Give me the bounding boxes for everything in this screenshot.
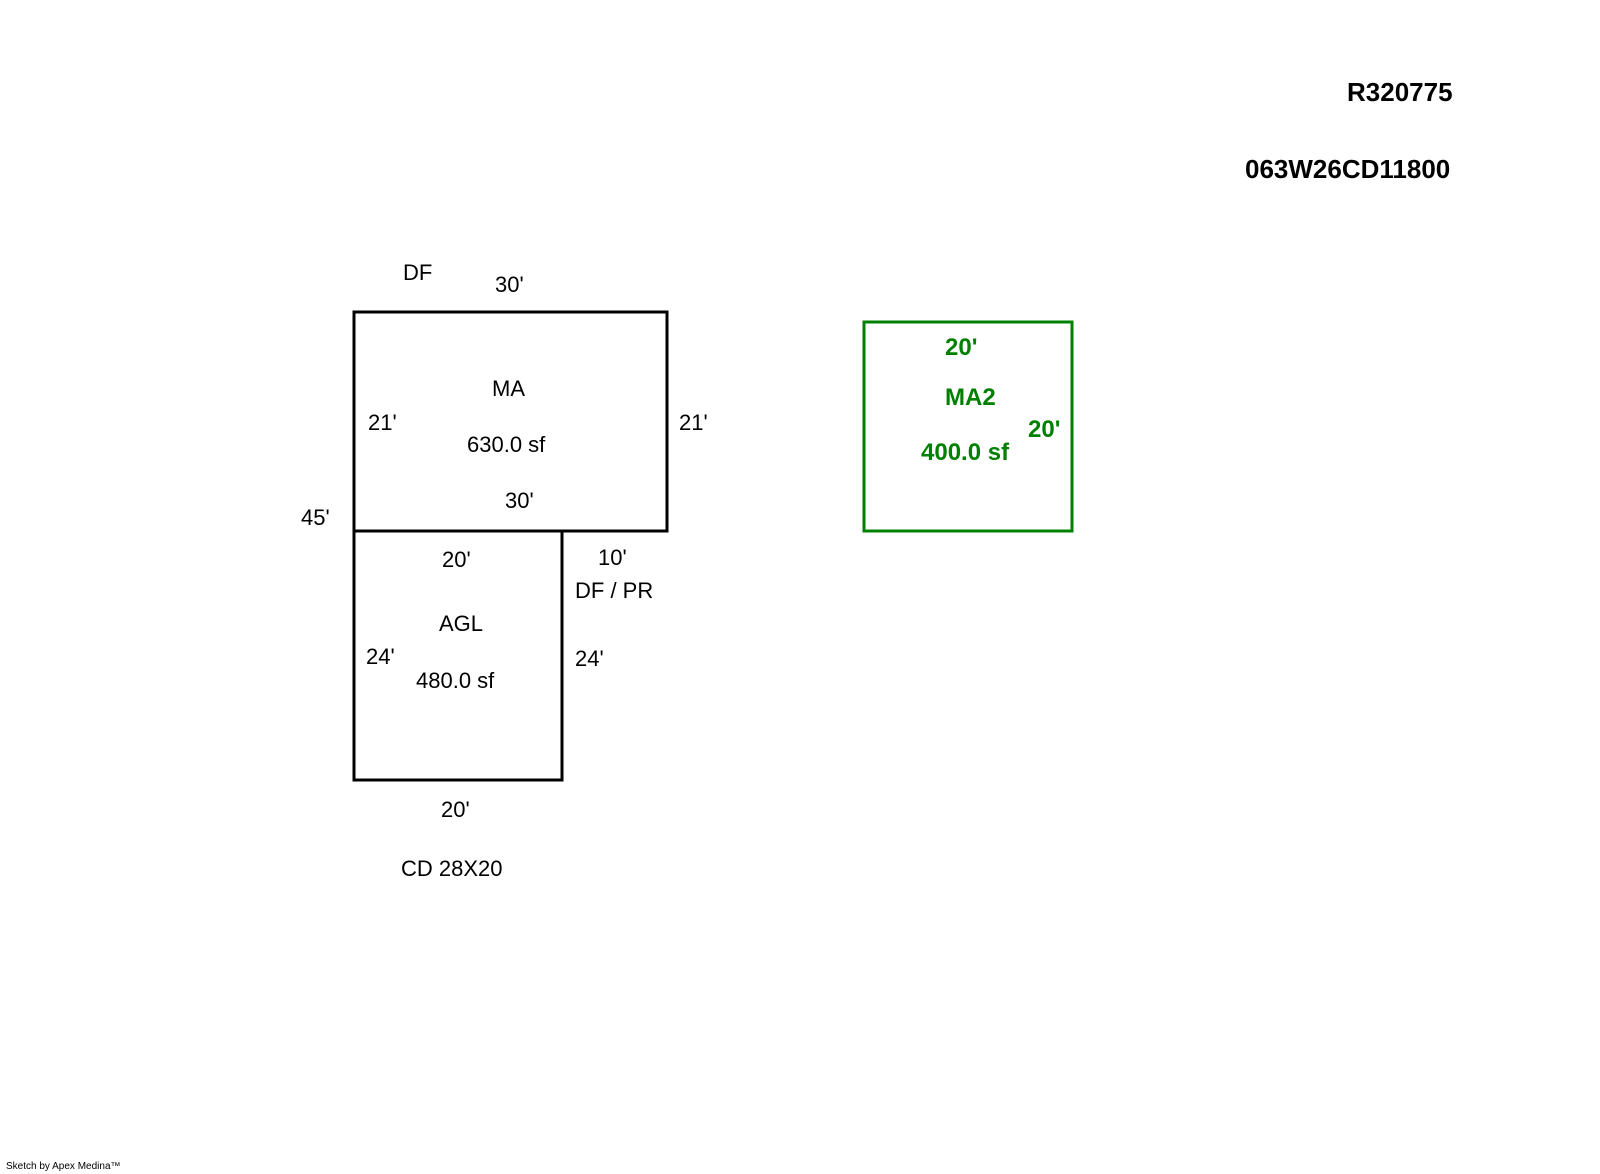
account-id: R320775: [1347, 77, 1453, 107]
area-outline-ma2: [862, 320, 1074, 533]
agl-dim-top: 20': [442, 547, 471, 572]
ma-dim-left: 21': [368, 410, 397, 435]
cd-note: CD 28X20: [401, 856, 503, 881]
ma-label: MA: [492, 376, 525, 401]
overall-left-dim: 45': [301, 505, 330, 530]
df-label: DF: [403, 260, 433, 285]
ma-dim-top: 30': [495, 272, 524, 297]
area-outline-agl: [352, 529, 564, 782]
ma2-label: MA2: [945, 384, 996, 411]
ma2-dim-right: 20': [1028, 416, 1061, 443]
agl-dim-left: 24': [366, 644, 395, 669]
ma-dim-bottom: 30': [505, 488, 534, 513]
step-width-dim: 10': [598, 545, 627, 570]
agl-dim-bottom: 20': [441, 797, 470, 822]
agl-dim-right: 24': [575, 646, 604, 671]
sketch-credit: Sketch by Apex Medina™: [6, 1161, 121, 1172]
ma-dim-right: 21': [679, 410, 708, 435]
ma2-dim-top: 20': [945, 334, 978, 361]
ma-area: 630.0 sf: [467, 432, 546, 457]
agl-area: 480.0 sf: [416, 668, 495, 693]
agl-label: AGL: [439, 611, 484, 636]
ma2-area: 400.0 sf: [921, 439, 1010, 466]
map-tax-lot: 063W26CD11800: [1245, 154, 1451, 184]
df-pr-label: DF / PR: [575, 578, 654, 603]
